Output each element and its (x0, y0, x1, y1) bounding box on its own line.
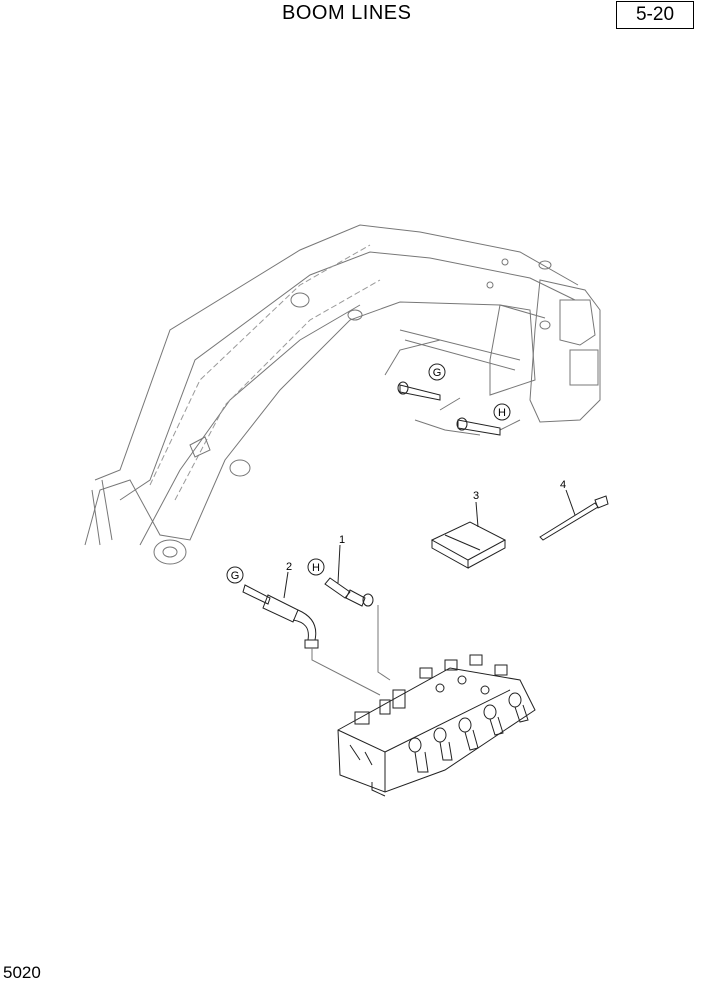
callout-boom-g: G (433, 367, 442, 379)
guide-line-part-1 (377, 605, 391, 681)
callout-circle-hose-h (307, 558, 325, 576)
control-valve-assembly (337, 654, 536, 797)
leader-line-4 (565, 489, 576, 516)
callout-part-4: 4 (560, 479, 566, 491)
callout-boom-h: H (498, 407, 506, 419)
part-4-cable-tie (539, 489, 609, 541)
page-title: BOOM LINES (282, 2, 412, 24)
part-1-hose (324, 544, 374, 607)
callout-circle-boom-h (493, 403, 511, 421)
leader-line-3 (475, 501, 479, 528)
part-2-hose (242, 571, 319, 649)
page-number-box: 5-20 (616, 1, 694, 29)
callout-hose-h: H (312, 562, 320, 574)
callout-part-1: 1 (339, 534, 345, 546)
leader-line-2 (283, 571, 289, 599)
callout-part-3: 3 (473, 490, 479, 502)
boom-hose-ends (397, 381, 501, 436)
figure-code: 5020 (3, 963, 41, 982)
part-3-hose-protector (430, 501, 507, 569)
callout-part-2: 2 (286, 561, 292, 573)
boom-assembly (84, 224, 601, 565)
leader-line-1 (337, 544, 341, 584)
callout-circle-boom-g (428, 363, 446, 381)
callout-hose-g: G (231, 570, 240, 582)
guide-line-part-2 (311, 648, 381, 696)
callout-circle-hose-g (226, 566, 244, 584)
